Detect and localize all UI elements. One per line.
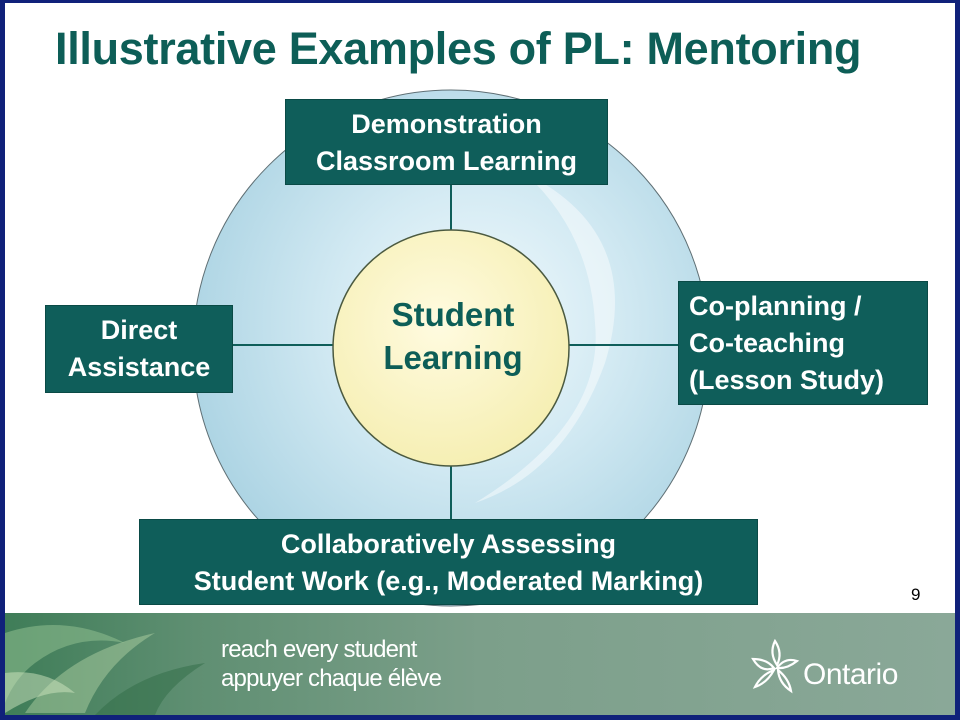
ontario-wordmark: Ontario bbox=[803, 658, 898, 691]
leaf-swoosh-icon bbox=[5, 625, 205, 715]
tagline-english: reach every student bbox=[221, 636, 417, 663]
box-direct-assistance: Direct Assistance bbox=[45, 305, 233, 393]
slide: Illustrative Examples of PL: Mentoring S… bbox=[5, 3, 955, 715]
footer-banner: reach every student appuyer chaque élève… bbox=[5, 613, 955, 715]
box-line: Co-planning / bbox=[689, 291, 862, 321]
box-line: Demonstration bbox=[351, 109, 542, 139]
box-line: Student Work (e.g., Moderated Marking) bbox=[193, 566, 704, 596]
box-line: Co-teaching bbox=[689, 328, 846, 358]
center-label-line: Learning bbox=[383, 339, 523, 376]
box-line: Collaboratively Assessing bbox=[280, 529, 617, 559]
box-line: Classroom Learning bbox=[315, 146, 578, 176]
box-demonstration-classroom-learning: Demonstration Classroom Learning bbox=[285, 99, 608, 185]
slide-number: 9 bbox=[911, 585, 921, 604]
center-label-line: Student bbox=[391, 296, 515, 333]
ontario-logo: Ontario bbox=[747, 633, 917, 697]
center-circle bbox=[332, 229, 570, 467]
box-line: (Lesson Study) bbox=[689, 365, 885, 395]
tagline-french: appuyer chaque élève bbox=[221, 665, 442, 692]
center-label: Student Learning bbox=[335, 293, 571, 379]
box-line: Assistance bbox=[67, 352, 211, 382]
box-co-planning-co-teaching: Co-planning / Co-teaching (Lesson Study) bbox=[678, 281, 928, 405]
box-line: Direct bbox=[100, 315, 178, 345]
box-collaboratively-assessing: Collaboratively Assessing Student Work (… bbox=[139, 519, 758, 605]
trillium-icon bbox=[751, 638, 800, 694]
slide-title: Illustrative Examples of PL: Mentoring bbox=[55, 23, 862, 74]
tagline: reach every student appuyer chaque élève bbox=[221, 635, 442, 693]
